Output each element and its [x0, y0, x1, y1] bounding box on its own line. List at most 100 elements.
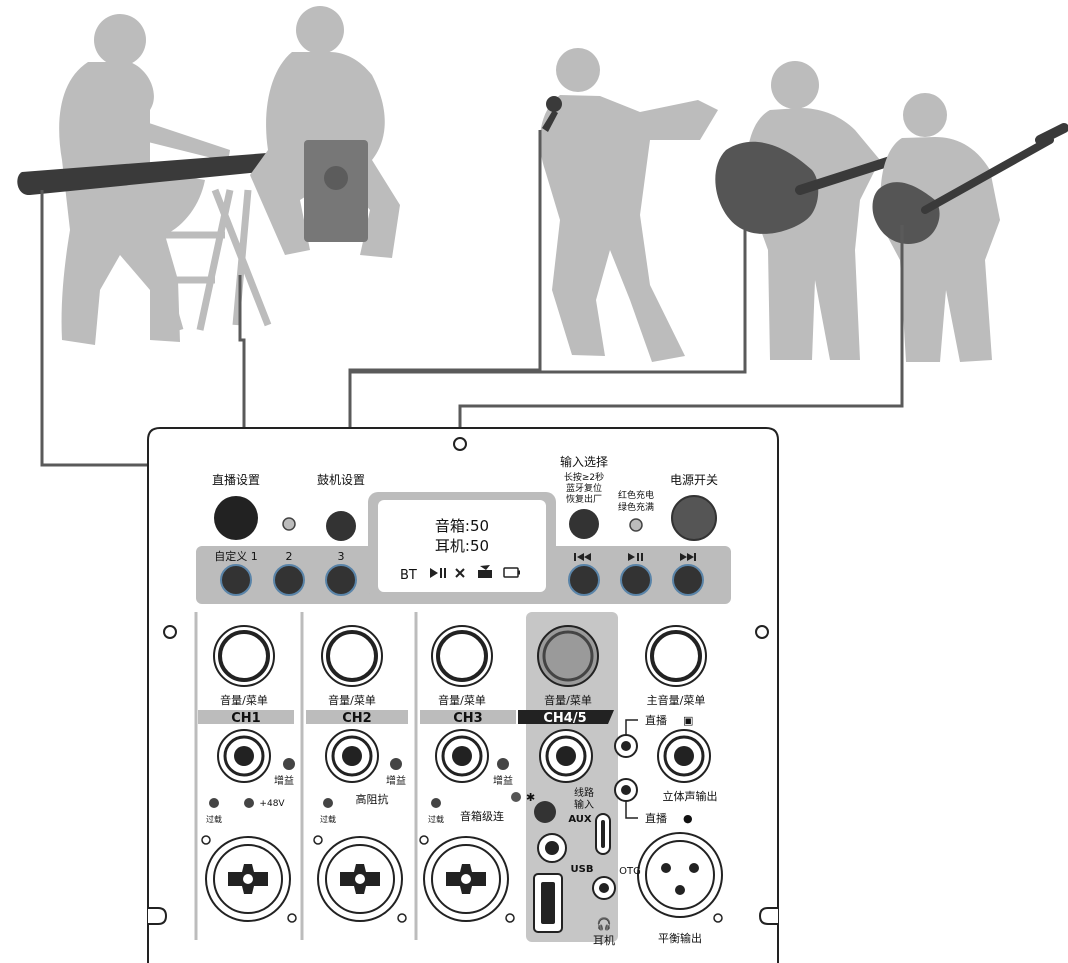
panel-screws — [163, 437, 769, 639]
ch45-jack[interactable] — [539, 729, 593, 783]
ch1-jack[interactable] — [217, 729, 271, 783]
input-select-note-2: 蓝牙复位 — [566, 482, 602, 494]
android-live-jack[interactable] — [614, 734, 638, 758]
ch1-clip-led — [209, 798, 219, 808]
drum-settings-label: 鼓机设置 — [317, 473, 365, 487]
previous-button[interactable] — [568, 564, 600, 596]
keyboard-stand — [136, 188, 272, 331]
power-switch-button[interactable] — [671, 495, 717, 541]
ch2-gain-label: 增益 — [386, 774, 406, 787]
apple-icon: ● — [683, 812, 693, 825]
ch3-gain-knob[interactable] — [497, 758, 509, 770]
custom1-button[interactable] — [220, 564, 252, 596]
strip-button-group — [220, 564, 704, 596]
drum-icon — [478, 565, 492, 578]
phantom-button[interactable] — [244, 798, 254, 808]
ch2-knob-label: 音量/菜单 — [328, 693, 376, 707]
display-status-icons — [430, 565, 520, 578]
ch45-knob-label: 音量/菜单 — [544, 693, 592, 707]
volume-knobs — [213, 625, 707, 687]
custom1-label: 自定义 1 — [214, 549, 258, 563]
balanced-out-label: 平衡输出 — [658, 931, 702, 945]
display-speaker-volume: 音箱:50 — [435, 517, 489, 535]
ch45-label: CH4/5 — [543, 711, 586, 726]
status-led — [282, 517, 296, 531]
ch2-clip-led — [323, 798, 333, 808]
ch2-gain-knob[interactable] — [390, 758, 402, 770]
otg-label: OTG — [619, 866, 641, 877]
ch1-tag — [198, 710, 294, 724]
previous-icon — [574, 553, 591, 561]
usb-port[interactable] — [533, 873, 563, 933]
ch3-tag — [420, 710, 516, 724]
ch3-volume-knob[interactable] — [431, 625, 493, 687]
play-pause-button[interactable] — [620, 564, 652, 596]
ch2-volume-knob[interactable] — [321, 625, 383, 687]
ch1-gain-label: 增益 — [274, 774, 294, 787]
instrument-jacks — [217, 729, 711, 783]
master-volume-knob[interactable] — [645, 625, 707, 687]
ch1-gain-knob[interactable] — [283, 758, 295, 770]
headphone-label: 耳机 — [593, 933, 615, 947]
electric-guitar — [872, 123, 1068, 244]
ch3-gain-label: 增益 — [493, 774, 513, 787]
ch2-tag — [306, 710, 408, 724]
cajon-drum — [304, 140, 368, 242]
ch2-clip-label: 过载 — [320, 814, 336, 824]
usb-c-otg-port[interactable] — [595, 813, 611, 855]
microphone — [542, 96, 562, 132]
ch1-clip-label: 过载 — [206, 814, 222, 824]
master-knob-label: 主音量/菜单 — [647, 693, 706, 707]
shuffle-icon — [455, 568, 465, 578]
live-settings-knob[interactable] — [214, 496, 258, 540]
button2-label: 2 — [286, 550, 293, 563]
charge-red-label: 红色充电 — [618, 489, 654, 501]
next-icon — [680, 553, 696, 561]
line-in-label-2: 输入 — [574, 798, 594, 811]
cascade-label: 音箱级连 — [460, 809, 504, 823]
bluetooth-led — [511, 792, 521, 802]
balanced-out-xlr-jack[interactable] — [637, 832, 723, 918]
aux-label: AUX — [568, 814, 592, 825]
drum-settings-button[interactable] — [326, 511, 356, 541]
button-3[interactable] — [325, 564, 357, 596]
play-pause-icon — [628, 553, 643, 561]
keyboard — [17, 152, 289, 196]
ch3-xlr-jack[interactable] — [423, 836, 509, 922]
next-button[interactable] — [672, 564, 704, 596]
ch2-jack[interactable] — [325, 729, 379, 783]
apple-live-jack[interactable] — [614, 778, 638, 802]
bluetooth-icon: ✱ — [526, 791, 535, 804]
singer — [540, 48, 718, 362]
line-in-label-1: 线路 — [574, 786, 594, 799]
power-switch-label: 电源开关 — [670, 473, 718, 487]
ch1-xlr-jack[interactable] — [205, 836, 291, 922]
ch2-label: CH2 — [342, 711, 371, 726]
ch2-xlr-jack[interactable] — [317, 836, 403, 922]
live-settings-label: 直播设置 — [212, 473, 260, 487]
button3-label: 3 — [338, 550, 345, 563]
android-live-label: 直播 — [645, 713, 667, 727]
cascade-jack[interactable] — [534, 801, 556, 823]
input-select-button[interactable] — [569, 509, 599, 539]
ch3-jack[interactable] — [435, 729, 489, 783]
apple-live-label: 直播 — [645, 811, 667, 825]
display-headphone-volume: 耳机:50 — [435, 537, 489, 555]
display-bt-label: BT — [400, 568, 417, 583]
charge-green-label: 绿色充满 — [618, 501, 654, 513]
headphone-jack[interactable] — [592, 876, 616, 900]
transport-icons — [574, 553, 696, 561]
xlr-combo-jacks — [205, 832, 723, 922]
ch45-tag — [518, 710, 614, 724]
ch1-knob-label: 音量/菜单 — [220, 693, 268, 707]
headphone-icon: 🎧 — [597, 917, 612, 931]
android-icon: ▣ — [683, 714, 693, 727]
ch1-label: CH1 — [231, 711, 260, 726]
ch3-clip-led — [431, 798, 441, 808]
stereo-out-jack[interactable] — [657, 729, 711, 783]
usb-label: USB — [571, 864, 594, 875]
keyboard-player — [59, 14, 230, 345]
ch1-volume-knob[interactable] — [213, 625, 275, 687]
aux-jack[interactable] — [537, 833, 567, 863]
button-2[interactable] — [273, 564, 305, 596]
